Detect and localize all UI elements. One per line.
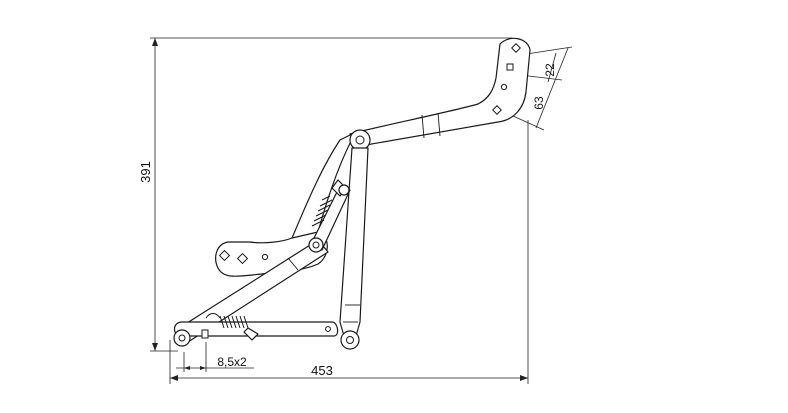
plate-square-hole-2 (236, 252, 249, 265)
lower-spring-coils (219, 315, 249, 329)
width-arrow-right (520, 375, 528, 381)
dimension-hole-spec: 8,5x2 (176, 342, 254, 372)
plate-round-hole (261, 253, 269, 261)
bracket-bend-line-2 (437, 112, 441, 137)
width-arrow-left (170, 375, 178, 381)
upper-pivot-pin (355, 135, 365, 145)
diagonal-link-mark (287, 257, 299, 271)
width-dimension-label: 453 (311, 363, 333, 378)
pitch-bottom-label: 63 (532, 96, 546, 110)
lower-spring (205, 313, 259, 341)
upper-spring (311, 179, 350, 227)
dimension-width: 453 (169, 120, 529, 384)
hole-arrow-right (200, 366, 206, 370)
bracket-round-hole (500, 83, 508, 91)
base-bar (173, 321, 339, 337)
height-dimension-label: 391 (138, 161, 153, 183)
main-vertical-arm (339, 147, 369, 337)
lower-spring-anchor (243, 327, 259, 341)
base-slot (201, 329, 209, 339)
bracket-square-hole-3 (492, 105, 502, 115)
pitch-top-label: 22 (543, 63, 557, 77)
back-bracket (349, 37, 531, 147)
rear-pivot-pin (346, 336, 354, 344)
hole-dimension-label: 8,5x2 (217, 355, 247, 369)
hole-arrow-left (184, 366, 190, 370)
height-arrow-bottom (152, 343, 158, 351)
bracket-square-hole-1 (511, 43, 521, 53)
dimension-height: 391 (138, 37, 512, 352)
pitch-dim-line-22 (547, 52, 557, 83)
front-pivot-pin (178, 334, 186, 342)
base-end-hole (325, 326, 331, 332)
upper-spring-coils (311, 195, 333, 227)
lower-spring-hook-left (205, 313, 221, 319)
short-link-pin (312, 241, 320, 249)
upper-spring-roller (338, 184, 350, 196)
plate-square-hole-1 (218, 249, 231, 262)
bracket-bend-line-1 (421, 114, 425, 139)
pitch-dim-line-63 (535, 47, 569, 129)
height-arrow-top (152, 38, 158, 46)
bracket-square-hole-2 (506, 63, 514, 71)
